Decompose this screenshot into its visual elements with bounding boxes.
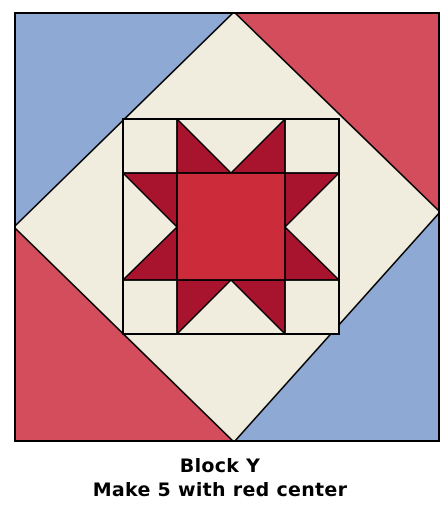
block-title: Block Y — [0, 455, 440, 477]
block-instruction: Make 5 with red center — [0, 479, 440, 501]
quilt-block-diagram — [14, 12, 440, 442]
center-square — [177, 173, 285, 280]
